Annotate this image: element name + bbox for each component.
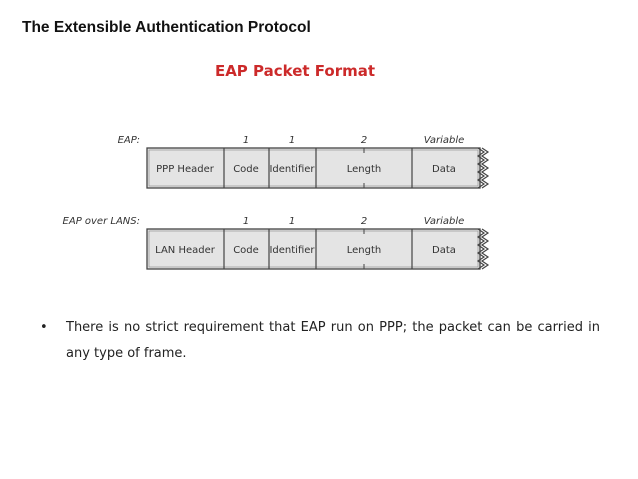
torn-edge xyxy=(476,147,486,189)
row-label: EAP: xyxy=(118,135,140,146)
slide-subtitle: EAP Packet Format xyxy=(214,62,376,80)
bullet-marker: • xyxy=(40,320,48,335)
diagram-row-eap: EAP: 1 1 2 Variable PPP Header Code Iden… xyxy=(118,135,490,189)
field-size: Variable xyxy=(424,135,465,146)
torn-edge-outer xyxy=(480,147,490,189)
eap-packet-diagram: EAP: 1 1 2 Variable PPP Header Code Iden… xyxy=(63,135,490,270)
row-label: EAP over LANS: xyxy=(63,216,140,227)
field-name: PPP Header xyxy=(156,164,215,175)
field-name: Length xyxy=(347,245,382,256)
field-name: Identifier xyxy=(269,245,315,256)
field-name: Data xyxy=(432,164,456,175)
slide-title: The Extensible Authentication Protocol xyxy=(22,19,311,36)
field-size: 1 xyxy=(243,216,249,227)
field-size: 1 xyxy=(289,135,295,146)
field-name: LAN Header xyxy=(155,245,216,256)
torn-edge-outer xyxy=(480,228,490,270)
packet-frame-inner xyxy=(148,149,479,187)
torn-edge xyxy=(476,228,486,270)
field-size: 1 xyxy=(289,216,295,227)
field-size: 1 xyxy=(243,135,249,146)
field-size: 2 xyxy=(361,216,367,227)
field-size: Variable xyxy=(424,216,465,227)
diagram-row-eapol: EAP over LANS: 1 1 2 Variable LAN Header… xyxy=(63,216,490,270)
packet-frame xyxy=(146,228,481,270)
field-name: Data xyxy=(432,245,456,256)
field-name: Identifier xyxy=(269,164,315,175)
bullet-point: • There is no strict requirement that EA… xyxy=(40,315,600,367)
field-name: Length xyxy=(347,164,382,175)
field-name: Code xyxy=(233,164,259,175)
packet-frame-inner xyxy=(148,230,479,268)
field-name: Code xyxy=(233,245,259,256)
bullet-text: There is no strict requirement that EAP … xyxy=(66,320,600,361)
packet-frame xyxy=(146,147,481,189)
field-size: 2 xyxy=(361,135,367,146)
